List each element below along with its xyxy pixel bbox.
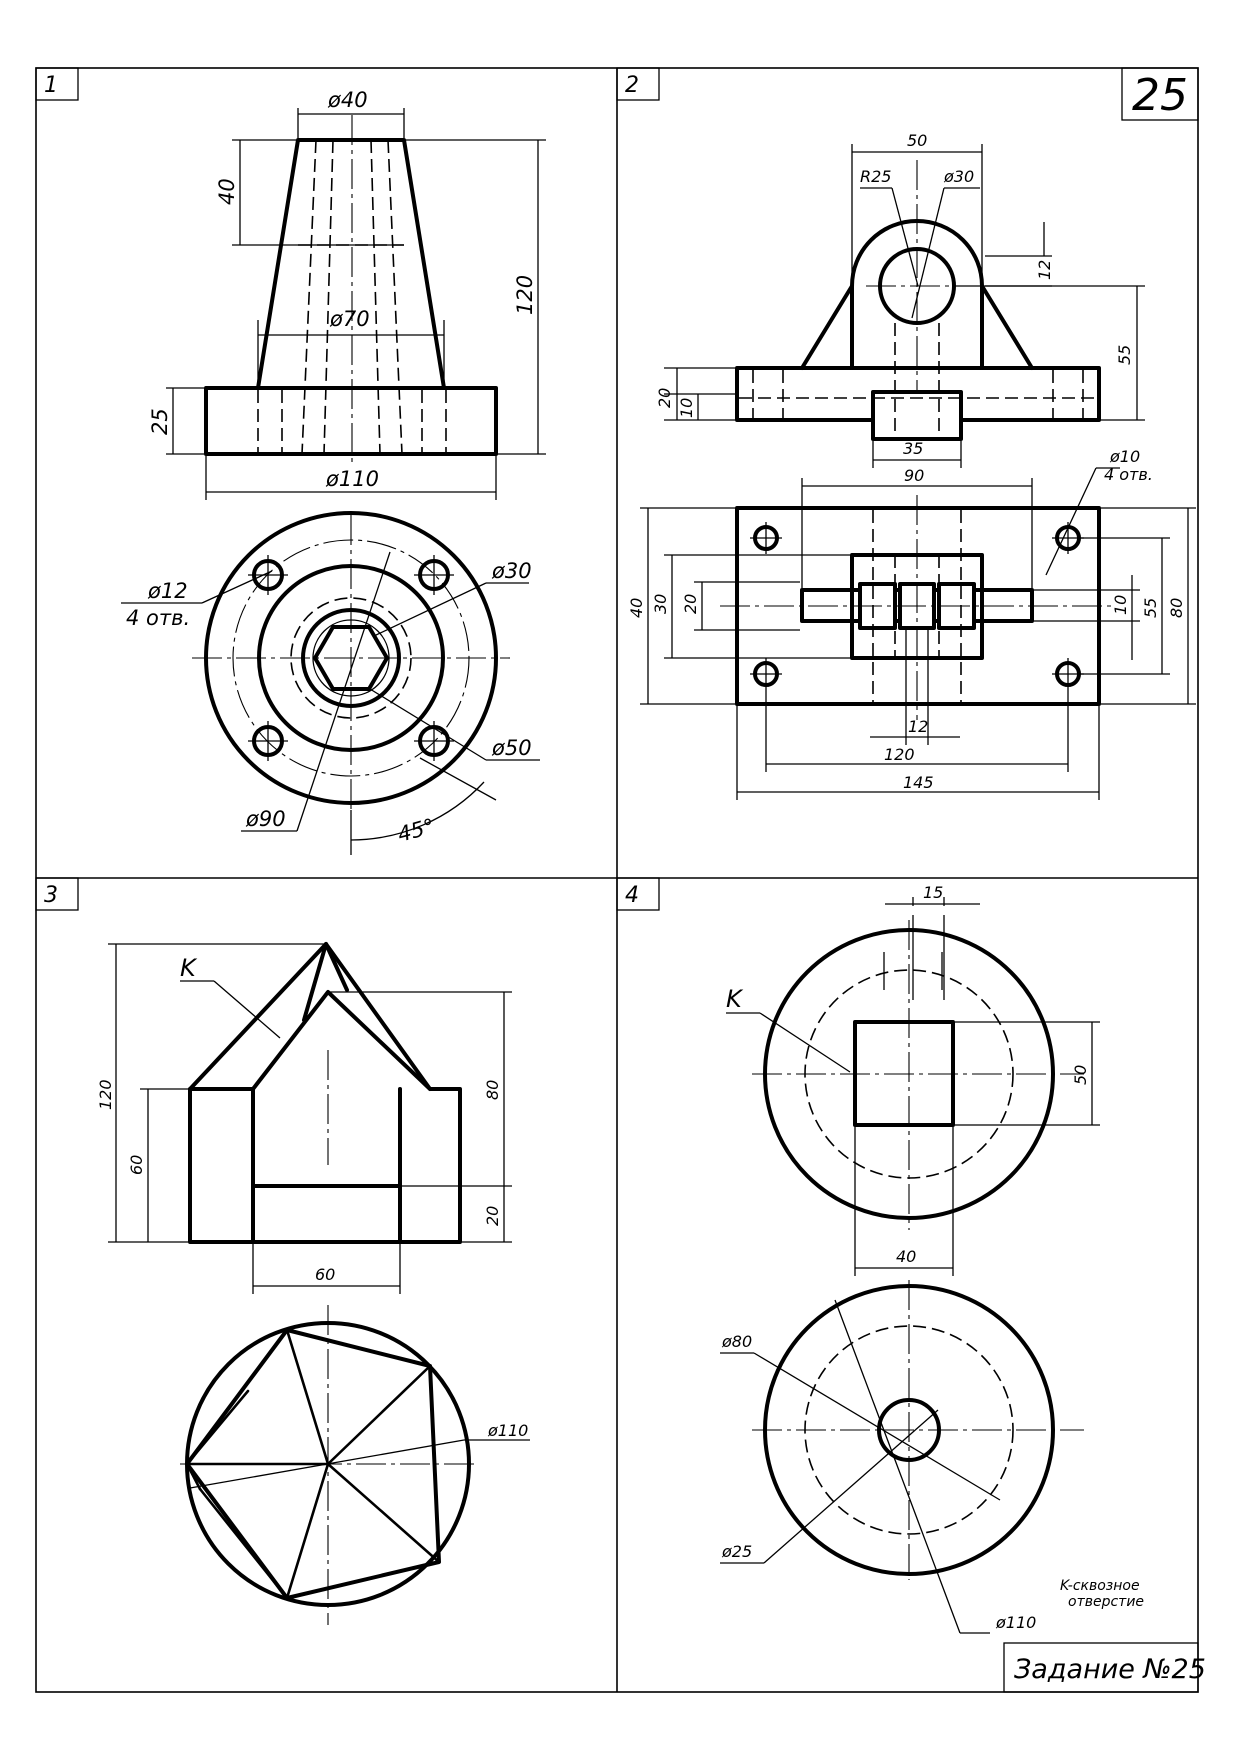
panel-number-box-4: 4 [616,877,660,911]
panel-number-box-2: 2 [616,67,660,101]
p2-dim-plate-10: 10 [677,398,696,418]
p2-dim-small-holes-count: 4 отв. [1104,465,1153,484]
p4-dim-width-40: 40 [896,1247,916,1266]
p2-dim-height-55: 55 [1115,345,1134,365]
p2-dim-plan-30: 30 [651,594,670,614]
p4-dim-diameter-80: ø80 [721,1332,752,1351]
panel-3-drawing: K 120 60 80 20 60 ø110 [96,942,530,1625]
p2-dim-plan-40: 40 [627,598,646,618]
p4-label-k: K [726,985,744,1013]
p4-dim-diameter-110: ø110 [995,1613,1036,1632]
p1-dim-mid-diameter: ø70 [329,307,370,331]
p3-dim-height-80: 80 [483,1080,502,1100]
panel-1-drawing: ø40 40 ø70 120 25 ø110 ø1 [121,88,546,855]
p2-dim-boss-35: 35 [903,439,923,458]
p2-dim-plan-55: 55 [1141,598,1160,618]
p1-dim-bolt-circle: ø90 [245,807,286,831]
panel-number-1: 1 [44,73,58,98]
panel-number-2: 2 [625,73,639,98]
p1-dim-top-diameter: ø40 [327,88,368,112]
p2-dim-plan-80: 80 [1167,598,1186,618]
p3-dim-width-60: 60 [315,1265,335,1284]
panel-number-4: 4 [625,883,639,908]
panel-number-3: 3 [44,883,58,908]
p2-dim-boss-diameter: ø30 [943,167,974,186]
p4-dim-width-15: 15 [923,883,943,902]
footnote-line-1: K-сквозное [1060,1578,1140,1594]
p1-dim-holes: ø12 [147,579,188,603]
p1-dim-total-height: 120 [513,275,537,315]
p3-label-k: K [180,954,198,982]
p2-dim-width-top: 50 [907,131,927,150]
p1-dim-holes-count: 4 отв. [126,606,190,630]
title-block: Задание №25 [1003,1642,1206,1693]
title-block-text: Задание №25 [1014,1654,1206,1685]
p4-dim-diameter-25: ø25 [721,1542,752,1561]
p2-dim-hole-spacing-90: 90 [904,466,924,485]
p2-dim-slot-12: 12 [908,717,928,736]
p2-dim-small-holes: ø10 [1109,447,1140,466]
p3-dim-height-60: 60 [127,1155,146,1175]
p3-dim-diameter-110: ø110 [487,1421,528,1440]
p2-dim-plate-20: 20 [655,388,674,408]
task-number-box: 25 [1121,67,1199,121]
p2-dim-length-145: 145 [903,773,934,792]
p1-dim-base-height: 25 [148,408,172,435]
panel-number-box-1: 1 [35,67,79,101]
p1-dim-base-diameter: ø110 [325,467,379,491]
panel-number-box-3: 3 [35,877,79,911]
p2-dim-plan-20: 20 [681,594,700,614]
panel-4-drawing: K 15 50 40 ø80 ø25 ø110 [720,883,1100,1634]
p4-dim-height-50: 50 [1071,1065,1090,1085]
p1-dim-height-40: 40 [215,178,239,205]
p2-dim-12: 12 [1035,260,1054,280]
footnote-line-2: отверстие [1068,1594,1144,1610]
p2-dim-holes-120: 120 [884,745,915,764]
p2-dim-plan-10: 10 [1111,595,1130,615]
p1-dim-bore: ø50 [491,736,532,760]
panel-2-drawing: 50 R25 ø30 12 55 20 10 35 [627,131,1196,800]
p1-dim-angle: 45° [395,814,437,847]
p3-dim-height-120: 120 [96,1079,115,1110]
task-number: 25 [1132,70,1188,121]
p3-dim-height-20: 20 [483,1206,502,1226]
p2-dim-radius: R25 [860,167,891,186]
p1-dim-hex-circle: ø30 [491,559,532,583]
